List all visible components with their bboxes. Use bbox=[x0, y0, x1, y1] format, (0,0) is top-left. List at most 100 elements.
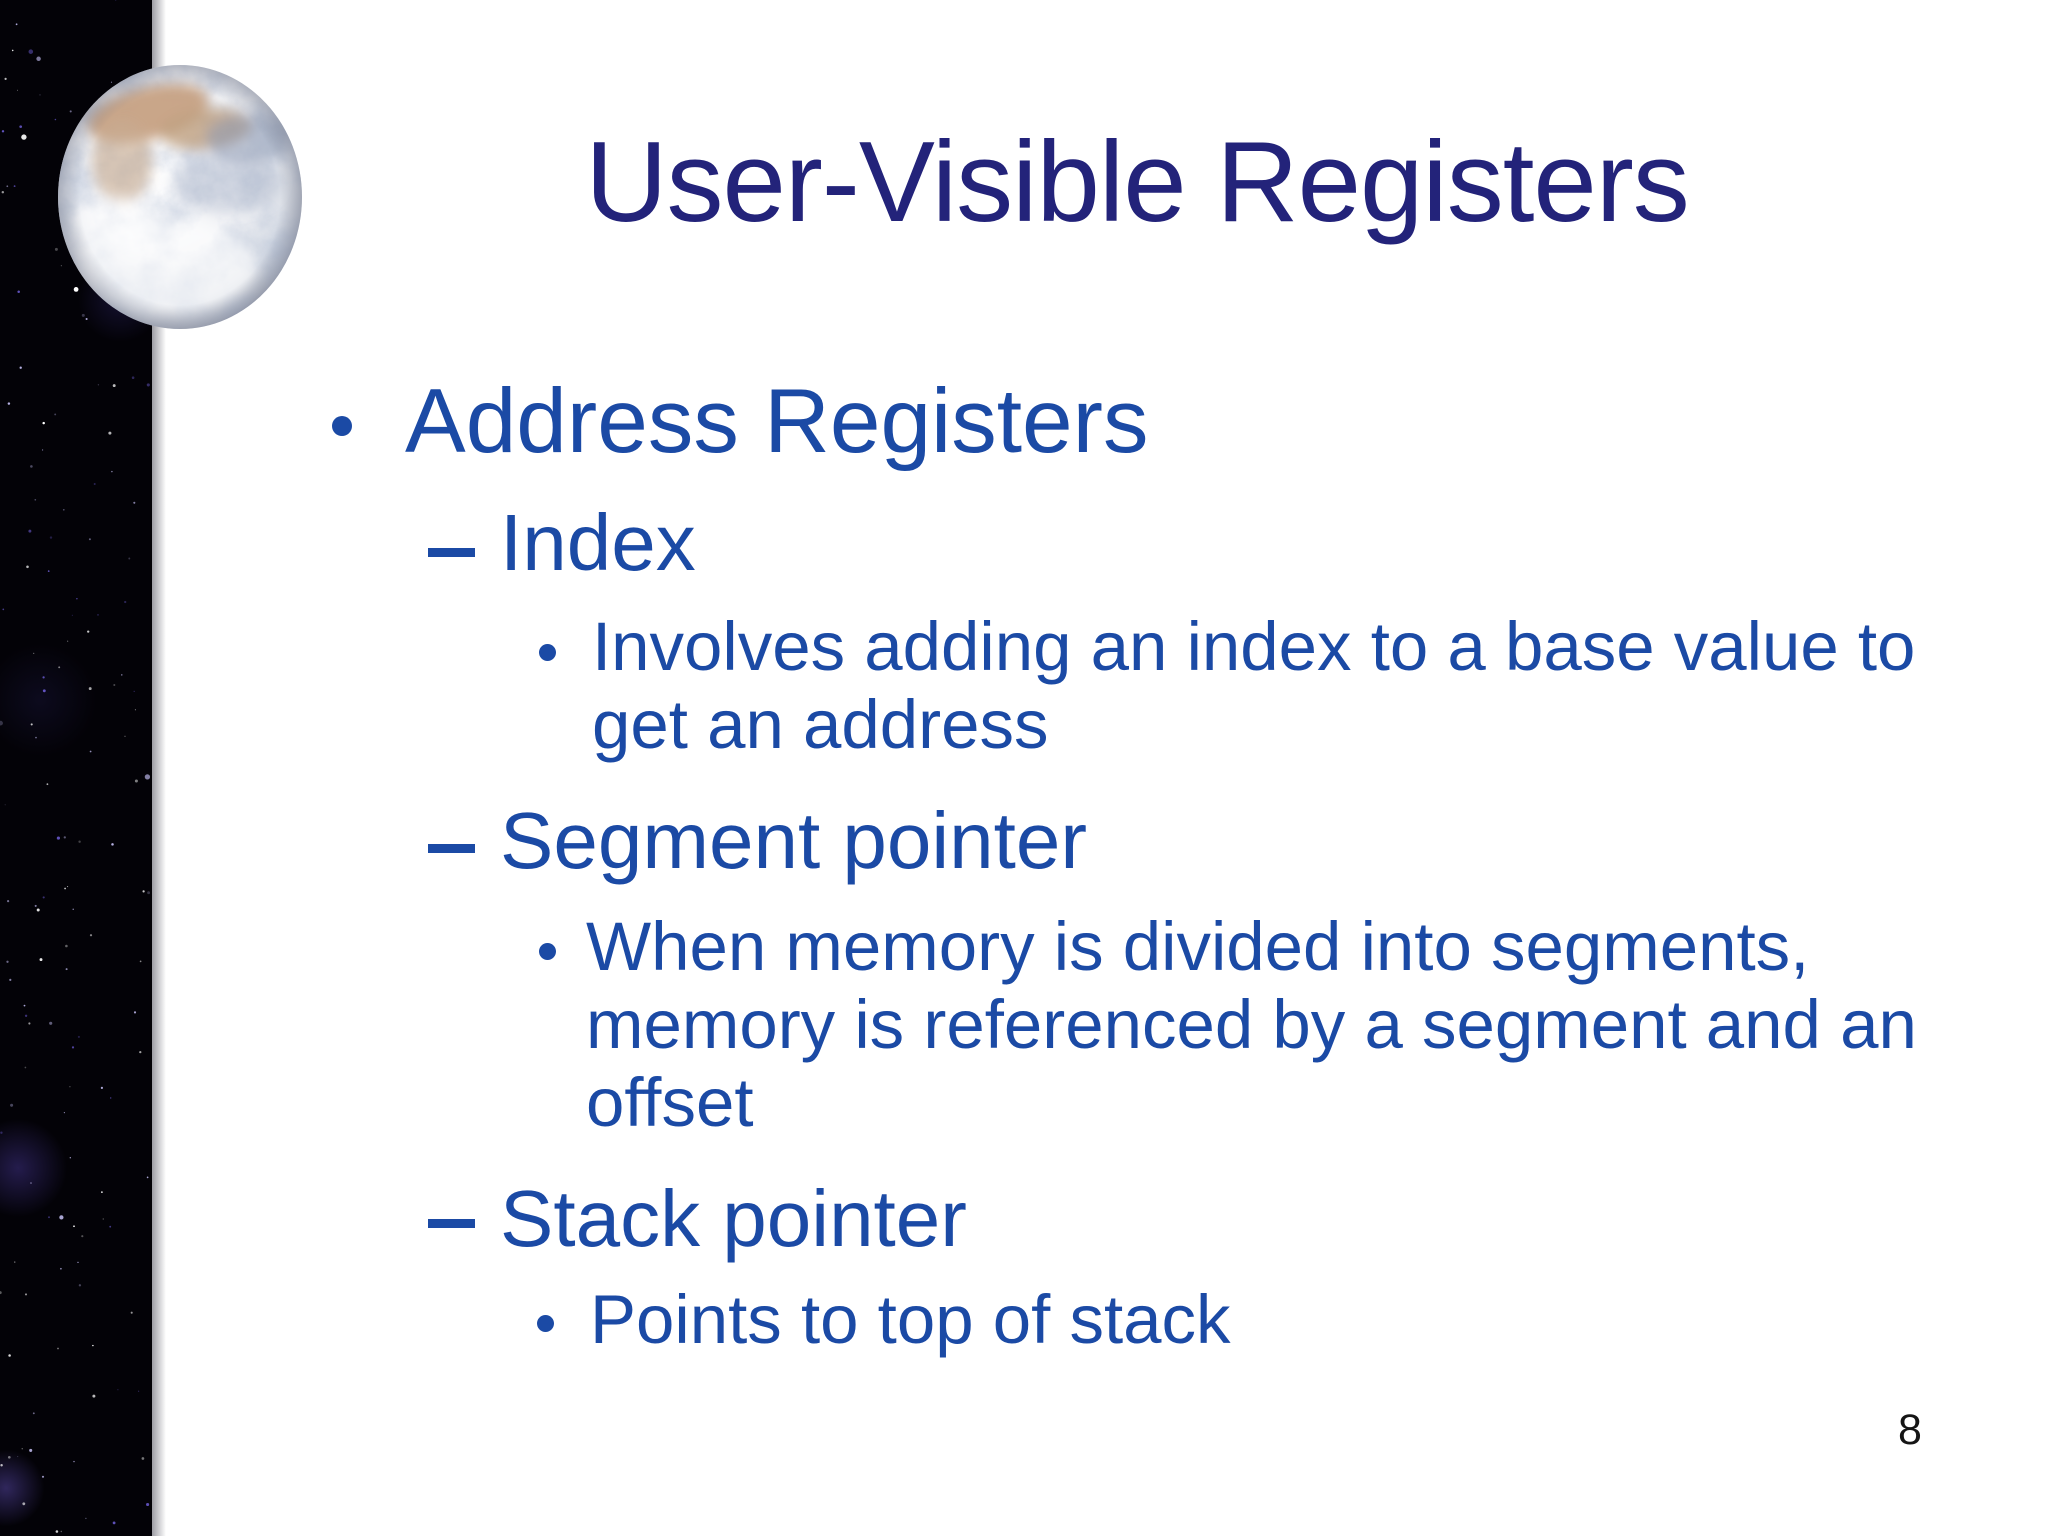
bullet-item-level2: Segment pointer bbox=[500, 801, 1087, 881]
star-dot bbox=[71, 614, 73, 616]
star-dot bbox=[55, 1530, 59, 1533]
star-dot bbox=[34, 498, 37, 501]
star-dot bbox=[7, 1455, 11, 1459]
bullet-item-level2: Stack pointer bbox=[500, 1179, 967, 1259]
star-dot bbox=[131, 376, 135, 379]
star-dot bbox=[21, 134, 27, 140]
star-dot bbox=[42, 896, 45, 899]
star-dot bbox=[108, 431, 112, 435]
bullet-line: Involves adding an index to a base value… bbox=[592, 608, 1916, 685]
star-dot bbox=[133, 501, 136, 504]
bullet-dash-icon bbox=[428, 844, 475, 853]
star-dot bbox=[49, 1021, 53, 1025]
star-dot bbox=[142, 890, 145, 893]
star-dot bbox=[39, 94, 41, 96]
star-dot bbox=[42, 689, 46, 693]
star-dot bbox=[56, 836, 60, 840]
star-dot bbox=[21, 1448, 23, 1450]
star-dot bbox=[60, 1530, 63, 1533]
star-dot bbox=[134, 709, 136, 711]
star-dot bbox=[54, 247, 58, 251]
star-dot bbox=[73, 1225, 75, 1228]
star-dot bbox=[17, 290, 20, 294]
star-dot bbox=[137, 1390, 140, 1392]
bullet-line: Address Registers bbox=[405, 371, 1149, 472]
star-dot bbox=[60, 1267, 62, 1270]
star-dot bbox=[101, 1191, 103, 1193]
star-dot bbox=[0, 1291, 2, 1295]
star-dot bbox=[130, 1311, 133, 1314]
star-dot bbox=[34, 904, 37, 907]
star-dot bbox=[141, 1457, 145, 1460]
star-dot bbox=[110, 1097, 112, 1099]
star-dot bbox=[0, 1464, 3, 1467]
star-dot bbox=[2, 608, 5, 611]
star-dot bbox=[89, 750, 92, 753]
star-dot bbox=[28, 1022, 31, 1025]
star-dot bbox=[139, 960, 142, 963]
bullet-item-level1: Address Registers bbox=[405, 376, 1148, 467]
star-dot bbox=[4, 804, 6, 806]
star-dot bbox=[42, 421, 45, 425]
star-dot bbox=[57, 1347, 59, 1350]
star-dot bbox=[28, 529, 32, 533]
star-dot bbox=[112, 1521, 116, 1525]
star-dot bbox=[48, 1216, 50, 1219]
star-dot bbox=[46, 783, 49, 786]
star-dot bbox=[24, 1066, 27, 1069]
star-dot bbox=[42, 449, 44, 451]
star-dot bbox=[139, 1050, 142, 1054]
star-dot bbox=[26, 565, 29, 569]
star-dot bbox=[19, 366, 22, 369]
star-dot bbox=[54, 118, 57, 121]
page-number: 8 bbox=[1898, 1406, 1922, 1454]
bullet-line: Segment pointer bbox=[500, 796, 1088, 885]
star-dot bbox=[133, 690, 135, 693]
star-dot bbox=[11, 49, 14, 52]
star-dot bbox=[113, 683, 116, 687]
star-dot bbox=[67, 886, 69, 888]
star-dot bbox=[22, 1502, 26, 1506]
star-dot bbox=[111, 843, 114, 846]
bullet-line: Index bbox=[500, 498, 696, 587]
star-dot bbox=[77, 1035, 80, 1038]
star-dot bbox=[30, 465, 33, 468]
star-dot bbox=[6, 960, 9, 963]
star-dot bbox=[35, 736, 37, 739]
star-dot bbox=[16, 89, 19, 91]
star-dot bbox=[64, 887, 66, 890]
star-dot bbox=[117, 1389, 119, 1391]
star-dot bbox=[133, 1011, 137, 1014]
star-dot bbox=[69, 1157, 71, 1159]
star-dot bbox=[15, 23, 18, 26]
star-dot bbox=[39, 958, 43, 962]
star-dot bbox=[89, 934, 93, 937]
star-dot bbox=[85, 317, 88, 321]
star-dot bbox=[97, 384, 100, 386]
star-dot bbox=[29, 1448, 33, 1452]
strip-soft-edge bbox=[152, 0, 166, 1536]
star-dot bbox=[62, 508, 65, 511]
star-dot bbox=[1, 190, 5, 194]
star-dot bbox=[19, 125, 23, 129]
star-dot bbox=[49, 536, 53, 539]
star-dot bbox=[134, 779, 138, 783]
star-dot bbox=[33, 652, 35, 655]
bullet-line: get an address bbox=[592, 686, 1049, 763]
star-dot bbox=[42, 676, 45, 679]
star-dot bbox=[102, 1218, 104, 1220]
bullet-dot-icon bbox=[539, 644, 556, 661]
star-dot bbox=[100, 1086, 104, 1090]
star-dot bbox=[65, 944, 68, 948]
star-dot bbox=[73, 1460, 75, 1463]
star-dot bbox=[30, 1182, 32, 1184]
bullet-dot-icon bbox=[332, 416, 352, 436]
star-dot bbox=[58, 666, 61, 669]
bullet-line: Stack pointer bbox=[500, 1174, 967, 1263]
star-dot bbox=[17, 1456, 19, 1458]
star-dot bbox=[30, 723, 33, 726]
star-dot bbox=[88, 538, 91, 541]
star-dot bbox=[7, 402, 11, 405]
star-dot bbox=[146, 1502, 150, 1507]
star-dot bbox=[92, 1344, 94, 1347]
